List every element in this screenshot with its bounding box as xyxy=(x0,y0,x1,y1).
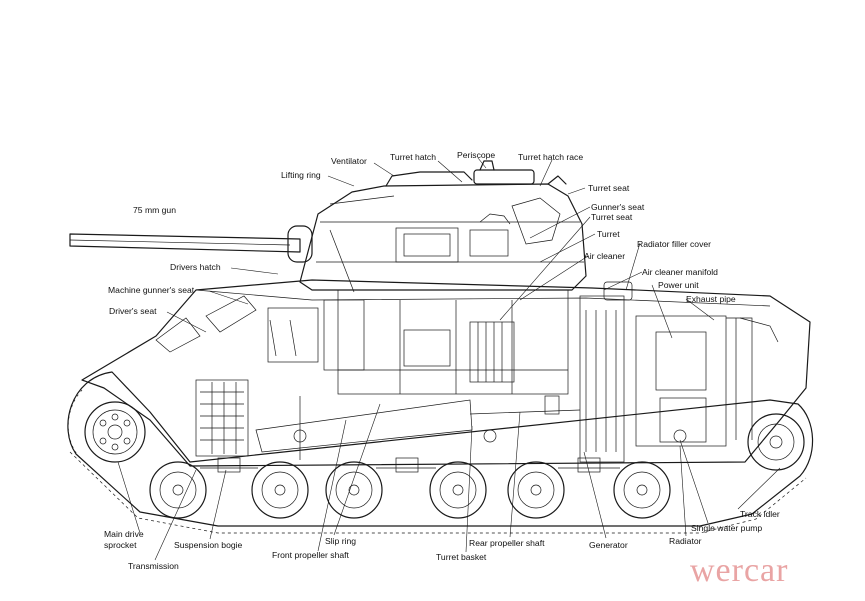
label-single-water-pump: Single water pump xyxy=(691,523,762,533)
label-slip-ring: Slip ring xyxy=(325,536,356,546)
label-turret-hatch-race: Turret hatch race xyxy=(518,152,583,162)
label-transmission: Transmission xyxy=(128,561,179,571)
label-machine-gunners-seat: Machine gunner's seat xyxy=(108,285,195,295)
label-sprocket: sprocket xyxy=(104,540,137,550)
label-drivers-seat: Driver's seat xyxy=(109,306,157,316)
turret-body xyxy=(299,160,587,293)
label-turret-seat-upper: Turret seat xyxy=(588,183,630,193)
label-track-idler: Track idler xyxy=(740,509,780,519)
label-air-cleaner: Air cleaner xyxy=(584,251,625,261)
hull-body xyxy=(81,279,811,467)
label-periscope: Periscope xyxy=(457,150,495,160)
label-turret: Turret xyxy=(597,229,620,239)
label-radiator: Radiator xyxy=(669,536,702,546)
tank-illustration xyxy=(67,160,814,534)
callout-labels: 75 mm gun Ventilator Turret hatch Perisc… xyxy=(104,150,780,571)
track-idler-wheel xyxy=(747,413,805,471)
label-front-propeller-shaft: Front propeller shaft xyxy=(272,550,350,560)
label-exhaust-pipe: Exhaust pipe xyxy=(686,294,736,304)
label-75mm-gun: 75 mm gun xyxy=(133,205,176,215)
label-drivers-hatch: Drivers hatch xyxy=(170,262,221,272)
gun-barrel xyxy=(69,225,313,263)
leader-lines xyxy=(117,157,781,561)
road-wheels xyxy=(149,457,671,519)
label-main-drive: Main drive xyxy=(104,529,144,539)
label-rear-propeller-shaft: Rear propeller shaft xyxy=(469,538,545,548)
return-rollers xyxy=(293,429,687,443)
label-power-unit: Power unit xyxy=(658,280,699,290)
label-generator: Generator xyxy=(589,540,628,550)
label-radiator-filler-cover: Radiator filler cover xyxy=(637,239,711,249)
label-turret-basket: Turret basket xyxy=(436,552,487,562)
label-ventilator: Ventilator xyxy=(331,156,367,166)
label-air-cleaner-manifold: Air cleaner manifold xyxy=(642,267,718,277)
label-turret-seat-lower: Turret seat xyxy=(591,212,633,222)
label-gunners-seat: Gunner's seat xyxy=(591,202,645,212)
label-lifting-ring: Lifting ring xyxy=(281,170,321,180)
drive-sprocket xyxy=(84,401,146,463)
label-turret-hatch: Turret hatch xyxy=(390,152,436,162)
watermark: wercar xyxy=(690,552,788,589)
label-suspension-bogie: Suspension bogie xyxy=(174,540,243,550)
track-loop xyxy=(67,371,814,534)
